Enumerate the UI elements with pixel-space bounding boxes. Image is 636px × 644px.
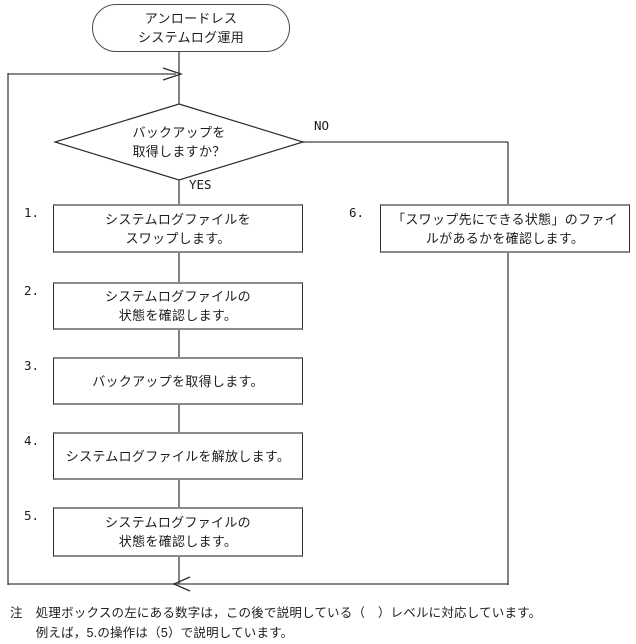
process-box-release-logfile: システムログファイルを解放します。	[53, 432, 303, 480]
footnote-text: 処理ボックスの左にある数字は，この後で説明している（ ）レベルに対応しています。…	[35, 606, 542, 640]
arrowhead-right-icon	[162, 67, 184, 81]
vertical-lines	[7, 52, 509, 585]
step-number-3: 3.	[24, 358, 40, 373]
process-box-take-backup: バックアップを取得します。	[53, 357, 303, 405]
decision-diamond	[52, 103, 306, 181]
step-number-4: 4.	[24, 433, 40, 448]
step-number-2: 2.	[24, 283, 40, 298]
process-box-swap-logfile: システムログファイルを スワップします。	[53, 204, 303, 253]
process-box-check-status-1: システムログファイルの 状態を確認します。	[53, 282, 303, 330]
start-node-label: アンロードレス システムログ運用	[137, 11, 244, 45]
footnote: 注 処理ボックスの左にある数字は，この後で説明している（ ）レベルに対応していま…	[10, 603, 632, 643]
process-box-check-swappable-file: 「スワップ先にできる状態」のファイ ルがあるかを確認します。	[380, 204, 630, 253]
process-box-check-status-2: システムログファイルの 状態を確認します。	[53, 507, 303, 557]
step-number-6: 6.	[349, 205, 365, 220]
decision-node-label: バックアップを 取得しますか？	[132, 125, 226, 159]
branch-no-label: NO	[314, 118, 330, 133]
branch-yes-label: YES	[189, 177, 212, 192]
start-node: アンロードレス システムログ運用	[92, 4, 290, 52]
step-number-1: 1.	[24, 205, 40, 220]
footnote-marker: 注	[10, 606, 23, 620]
arrowhead-left-icon	[172, 576, 191, 592]
step-number-5: 5.	[24, 508, 40, 523]
horizontal-lines	[8, 73, 508, 585]
